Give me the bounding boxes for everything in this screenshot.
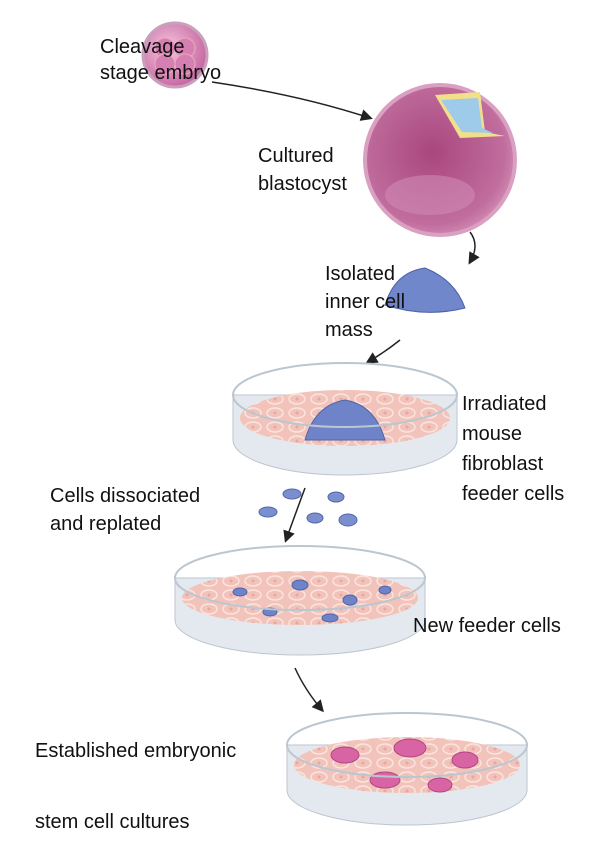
label-established: Established embryonic stem cell cultures xyxy=(35,740,242,833)
arrow-2 xyxy=(468,231,480,265)
cleavage-embryo xyxy=(141,21,209,89)
arrow-4 xyxy=(283,487,306,543)
dish-feeder-with-icm xyxy=(232,362,458,476)
cultured-blastocyst xyxy=(363,83,517,237)
label-cleavage: Cleavage stage embryo xyxy=(100,36,221,84)
label-blastocyst: Cultured blastocyst xyxy=(258,145,347,195)
dissociated-cells xyxy=(258,488,358,527)
label-new-feeder: New feeder cells xyxy=(413,615,561,637)
arrow-5 xyxy=(294,667,324,713)
arrow-3 xyxy=(365,339,401,364)
label-icm: Isolated inner cell mass xyxy=(325,263,411,341)
label-feeder: Irradiated mouse fibroblast feeder cells xyxy=(462,393,564,505)
arrow-1 xyxy=(211,81,373,121)
dish-es-cultures xyxy=(286,712,528,826)
dish-new-feeder xyxy=(174,545,426,656)
label-dissociated: Cells dissociated and replated xyxy=(50,485,206,535)
inner-cell-mass xyxy=(384,267,466,313)
